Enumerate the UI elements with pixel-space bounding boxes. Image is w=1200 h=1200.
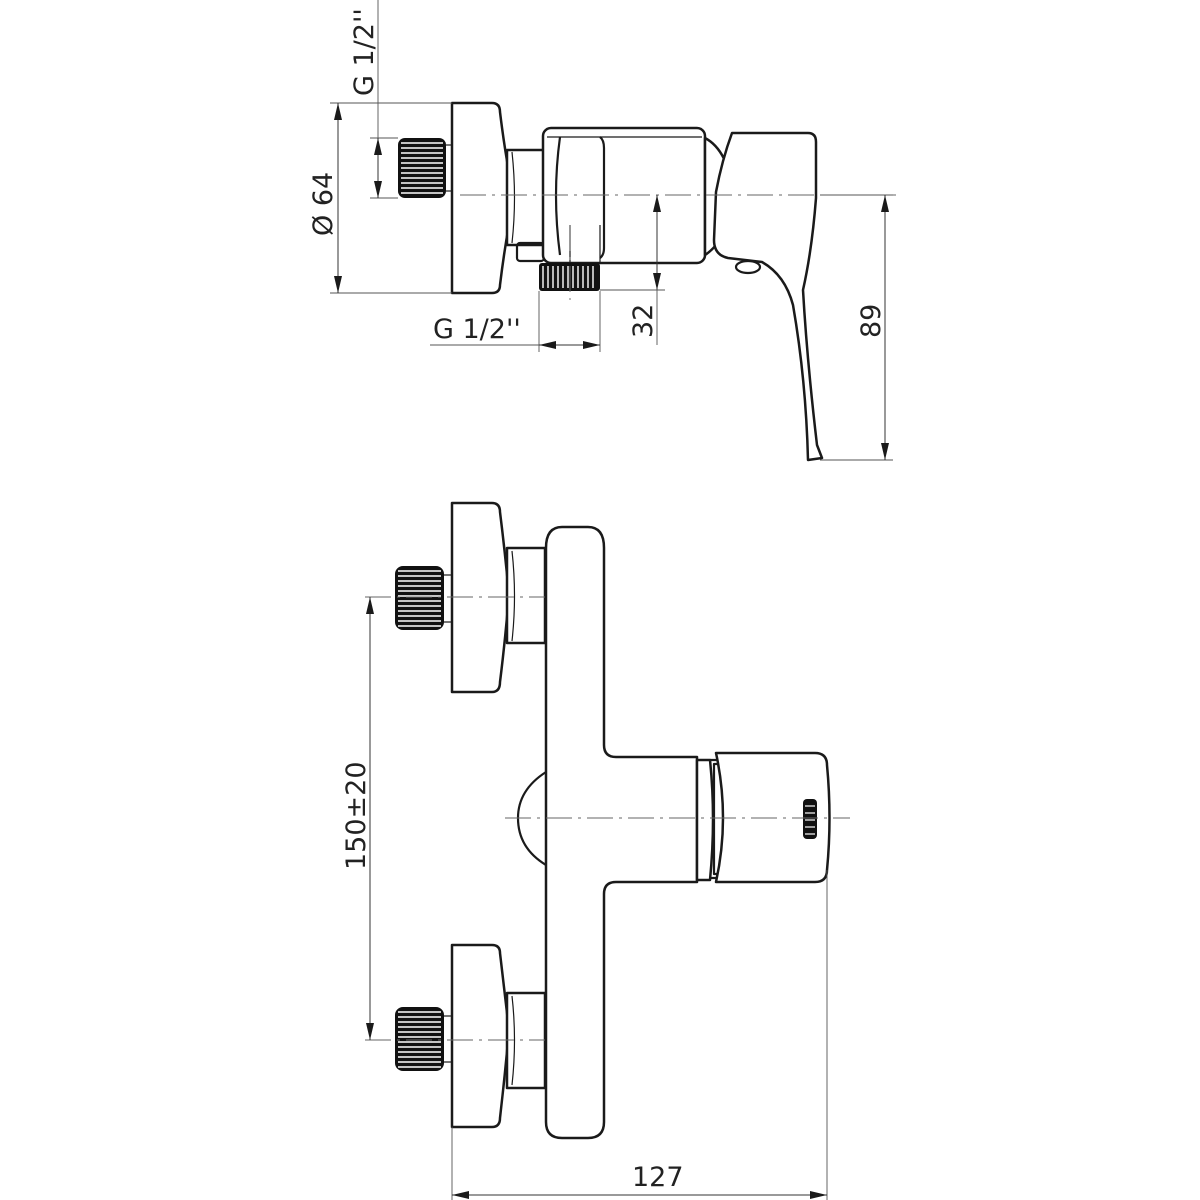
side-mixer-body xyxy=(541,126,707,265)
front-mixer-body xyxy=(544,525,699,1140)
dim-lever-height-label: 89 xyxy=(856,304,887,338)
dim-diameter-label: Ø 64 xyxy=(308,172,339,236)
side-lever-handle xyxy=(712,131,824,462)
dim-outlet-offset-label: 32 xyxy=(628,304,659,338)
front-collar xyxy=(695,758,715,882)
side-threaded-inlet xyxy=(398,138,452,198)
side-view: Ø 64 G 1/2'' G 1/2'' 32 89 xyxy=(308,0,900,462)
front-view: 150±20 127 xyxy=(341,501,850,1200)
dim-inlet-spacing-label: 150±20 xyxy=(341,761,372,870)
dim-thread-inlet-label: G 1/2'' xyxy=(349,8,380,96)
side-bottom-outlet xyxy=(539,263,600,291)
front-top-flange xyxy=(450,501,511,694)
front-bottom-threaded-inlet xyxy=(395,1007,452,1071)
front-bottom-flange xyxy=(450,943,511,1129)
dim-thread-outlet-label: G 1/2'' xyxy=(433,314,521,345)
side-wall-flange xyxy=(450,101,512,295)
dim-overall-width-label: 127 xyxy=(632,1162,684,1193)
front-top-threaded-inlet xyxy=(395,566,452,630)
